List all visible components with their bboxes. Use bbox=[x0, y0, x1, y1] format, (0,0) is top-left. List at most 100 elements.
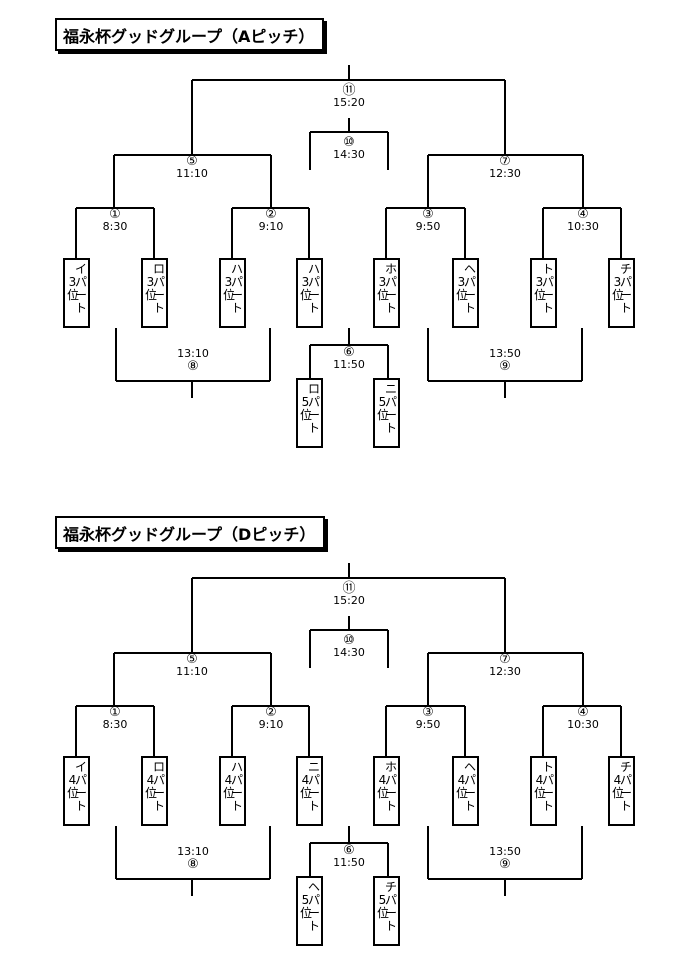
match-time: 10:30 bbox=[567, 718, 599, 731]
match-number: ⑨ bbox=[499, 857, 511, 872]
team-pool-column: ハパート bbox=[231, 262, 244, 315]
team-pool-column: チパート bbox=[385, 880, 398, 933]
match-number: ⑩ bbox=[343, 633, 355, 648]
section-title: 福永杯グッドグループ（Dピッチ） bbox=[55, 516, 326, 549]
match-number: ⑥ bbox=[343, 345, 355, 360]
team-pool-column: ニパート bbox=[385, 382, 398, 435]
team-pool-column: チパート bbox=[620, 760, 633, 813]
match-number: ⑥ bbox=[343, 843, 355, 858]
match-time: 13:10 bbox=[177, 347, 209, 360]
match-time: 11:50 bbox=[333, 358, 365, 371]
match-number: ⑦ bbox=[499, 652, 511, 667]
team-pool-column: イパート bbox=[75, 262, 88, 315]
match-number: ② bbox=[265, 207, 277, 222]
match-time: 9:50 bbox=[415, 220, 441, 233]
match-number: ④ bbox=[577, 207, 589, 222]
match-time: 15:20 bbox=[333, 96, 365, 109]
match-time: 9:50 bbox=[415, 718, 441, 731]
match-time: 8:30 bbox=[102, 718, 128, 731]
team-pool-column: ロパート bbox=[308, 382, 321, 435]
match-time: 9:10 bbox=[258, 220, 284, 233]
match-time: 8:30 bbox=[102, 220, 128, 233]
match-number: ③ bbox=[422, 705, 434, 720]
match-time: 14:30 bbox=[333, 148, 365, 161]
team-pool-column: チパート bbox=[620, 262, 633, 315]
team-pool-column: ロパート bbox=[153, 760, 166, 813]
match-time: 13:50 bbox=[489, 347, 521, 360]
match-number: ⑤ bbox=[186, 154, 198, 169]
match-time: 11:10 bbox=[176, 167, 208, 180]
match-number: ⑪ bbox=[342, 581, 356, 596]
match-number: ④ bbox=[577, 705, 589, 720]
team-pool-column: ヘパート bbox=[308, 880, 321, 933]
team-pool-column: ニパート bbox=[308, 760, 321, 813]
match-time: 13:10 bbox=[177, 845, 209, 858]
match-time: 12:30 bbox=[489, 665, 521, 678]
team-pool-column: ロパート bbox=[153, 262, 166, 315]
match-number: ⑧ bbox=[187, 857, 199, 872]
team-pool-column: トパート bbox=[542, 262, 555, 315]
team-pool-column: ハパート bbox=[231, 760, 244, 813]
match-number: ⑧ bbox=[187, 359, 199, 374]
section-title: 福永杯グッドグループ（Aピッチ） bbox=[55, 18, 325, 51]
match-number: ⑨ bbox=[499, 359, 511, 374]
team-pool-column: ホパート bbox=[385, 760, 398, 813]
match-number: ⑪ bbox=[342, 83, 356, 98]
match-number: ⑦ bbox=[499, 154, 511, 169]
team-pool-column: イパート bbox=[75, 760, 88, 813]
match-time: 10:30 bbox=[567, 220, 599, 233]
match-time: 12:30 bbox=[489, 167, 521, 180]
match-time: 9:10 bbox=[258, 718, 284, 731]
match-time: 11:50 bbox=[333, 856, 365, 869]
match-number: ② bbox=[265, 705, 277, 720]
match-number: ① bbox=[109, 207, 121, 222]
team-pool-column: ホパート bbox=[385, 262, 398, 315]
match-time: 13:50 bbox=[489, 845, 521, 858]
bracket-lines bbox=[75, 563, 622, 896]
